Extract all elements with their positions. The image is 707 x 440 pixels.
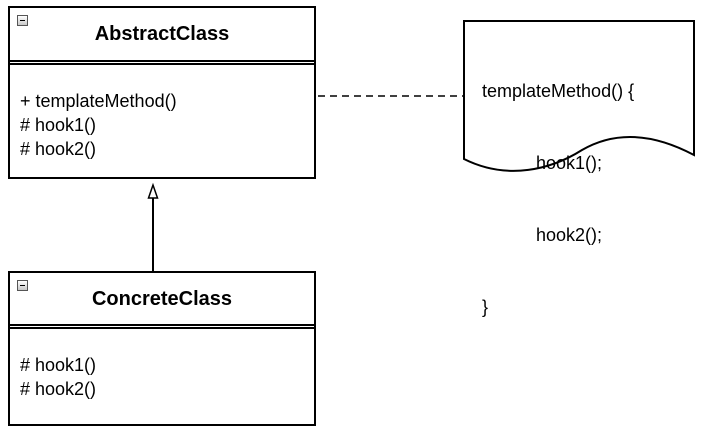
class-name: ConcreteClass bbox=[91, 288, 233, 310]
concrete-class-box[interactable]: ConcreteClass # hook1() # hook2() bbox=[8, 271, 316, 426]
collapse-icon[interactable] bbox=[17, 280, 28, 291]
note-line-closing-brace: } bbox=[482, 297, 489, 317]
class-members: # hook1() # hook2() bbox=[20, 353, 96, 401]
collapse-icon[interactable] bbox=[17, 15, 28, 26]
note-text: templateMethod() { hook1(); hook2(); } bbox=[482, 31, 634, 343]
class-header: ConcreteClass bbox=[10, 273, 314, 325]
abstract-class-box[interactable]: AbstractClass + templateMethod() # hook1… bbox=[8, 6, 316, 179]
class-separator bbox=[10, 60, 314, 65]
class-header: AbstractClass bbox=[10, 8, 314, 60]
inheritance-arrowhead-icon bbox=[147, 182, 159, 199]
member-template-method: + templateMethod() bbox=[20, 91, 177, 111]
class-name: AbstractClass bbox=[94, 23, 230, 45]
note-line-hook2-call: hook2(); bbox=[536, 225, 603, 245]
member-hook2: # hook2() bbox=[20, 379, 97, 399]
member-hook1: # hook1() bbox=[20, 115, 97, 135]
member-hook2: # hook2() bbox=[20, 139, 97, 159]
class-members: + templateMethod() # hook1() # hook2() bbox=[20, 89, 177, 161]
class-separator bbox=[10, 324, 314, 329]
note-line-hook1-call: hook1(); bbox=[536, 153, 603, 173]
member-hook1: # hook1() bbox=[20, 355, 97, 375]
note-line-signature: templateMethod() { bbox=[482, 81, 635, 101]
